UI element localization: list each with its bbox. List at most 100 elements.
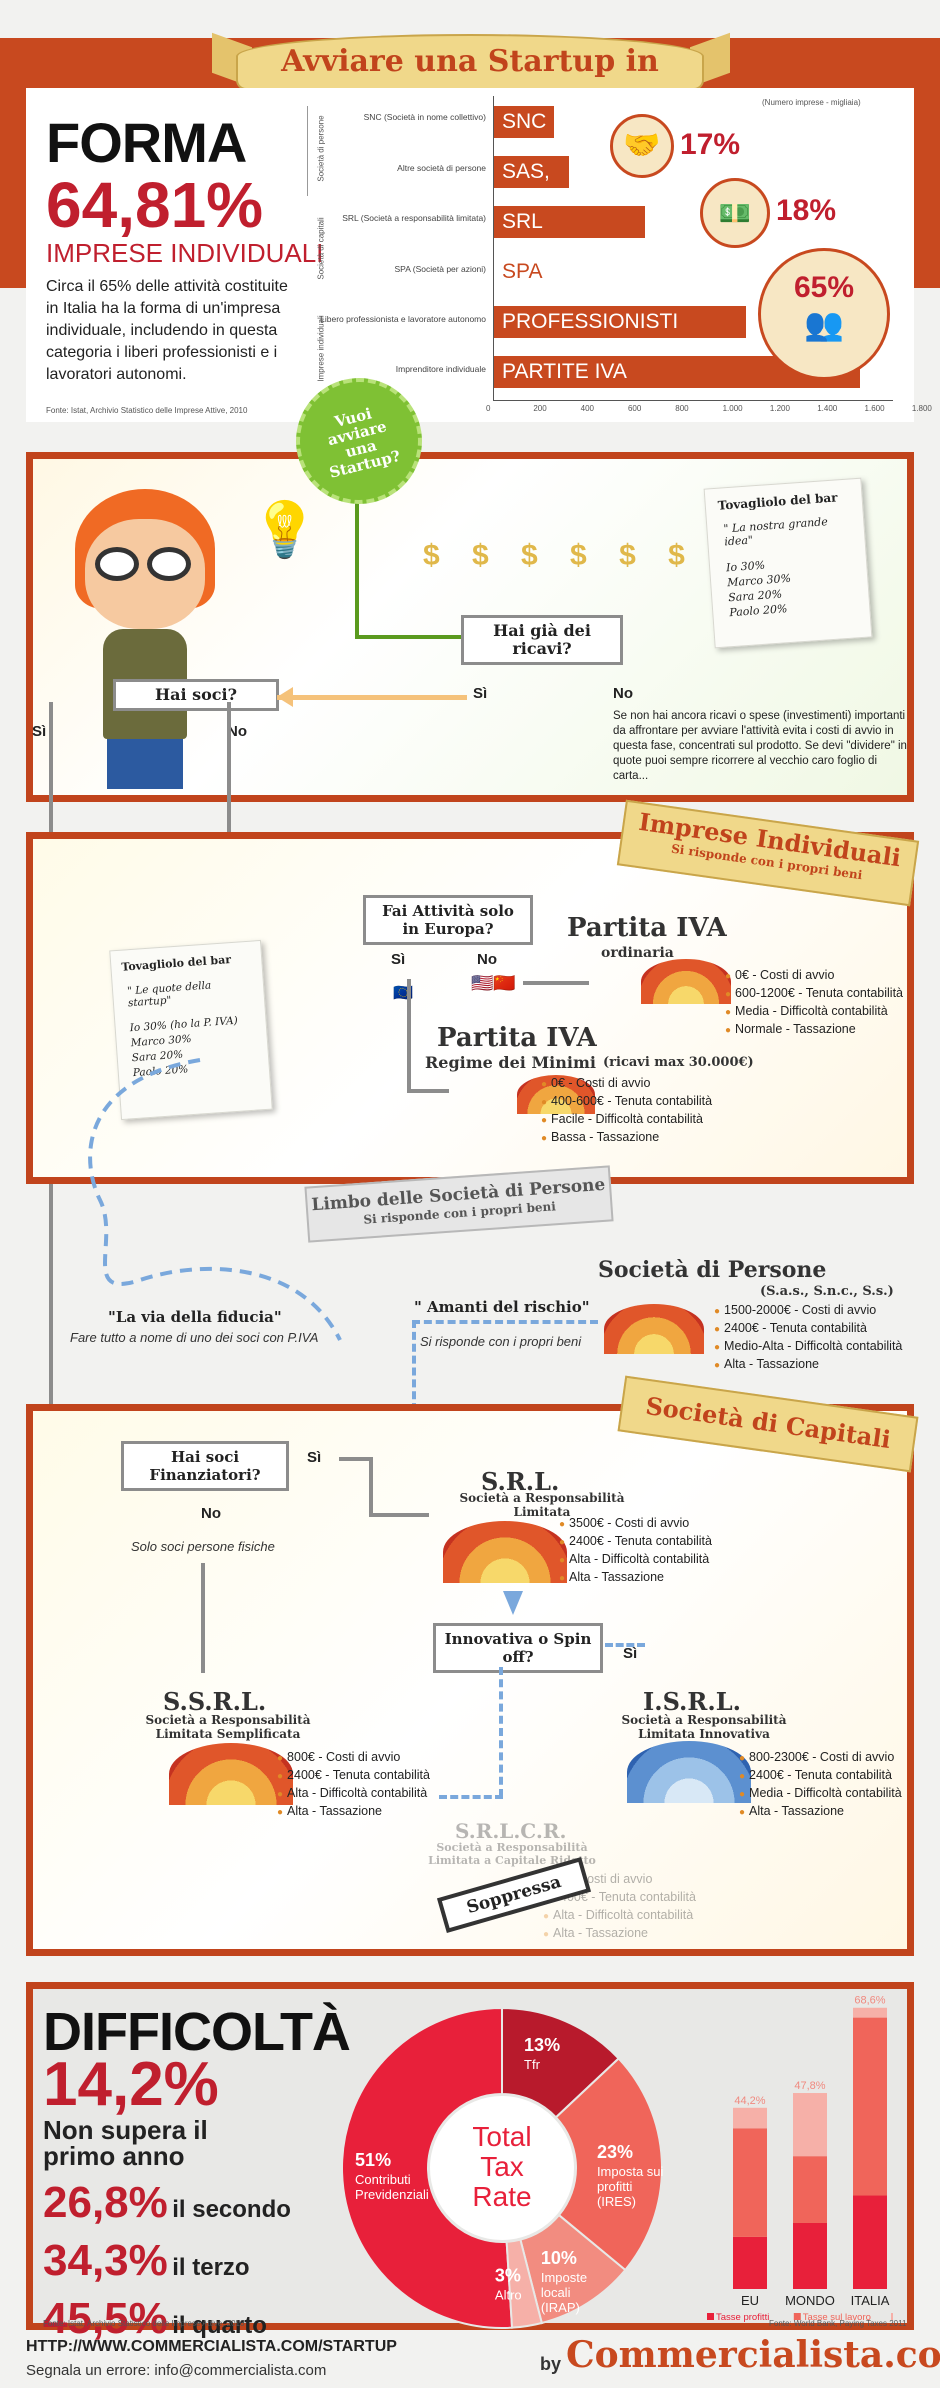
srlcr-title: S.R.L.C.R. (455, 1819, 567, 1843)
difficolta-rows: 26,8% il secondo 34,3% il terzo 45,5% il… (43, 2179, 291, 2353)
forma-bar: SNC (494, 106, 555, 138)
group-bracket-persone (292, 106, 308, 196)
forma-panel: FORMA 64,81% IMPRESE INDIVIDUALI Circa i… (26, 88, 932, 422)
pie-title: Total (472, 2121, 531, 2152)
pie-slice-pct: 13% (524, 2035, 560, 2055)
label-no-finanziatori: No (201, 1505, 221, 1522)
tax-bar-total: 68,6% (854, 1995, 885, 2007)
arrow-srl-down (503, 1591, 523, 1615)
no-ricavi-text: Se non hai ancora ricavi o spese (invest… (613, 710, 907, 782)
label-no-ricavi: No (613, 685, 633, 702)
difficolta-first-text: Non supera il primo anno (43, 2115, 208, 2171)
fiducia-title: "La via della fiducia" (108, 1308, 282, 1326)
arrow-no-europa (523, 981, 589, 985)
handshake-icon: 🤝 (623, 129, 661, 162)
arrow-si-finanziatori-down (369, 1457, 373, 1517)
axis-tick-label: 400 (580, 404, 594, 413)
piva-ord-sub: ordinaria (601, 945, 674, 961)
axis-tick-label: 1.800 (911, 404, 932, 413)
pie-slice-label: (IRAP) (541, 2300, 580, 2315)
napkin-quote-title: Tovagliolo del bar (120, 953, 232, 974)
tax-legend-swatch (707, 2313, 714, 2320)
axis-tick-label: 0 (486, 404, 491, 413)
arrow-si-europa-right (407, 1089, 449, 1093)
row-label-spa: SPA (Società per azioni) (394, 264, 487, 274)
question-europa: Fai Attività solo in Europa? (363, 895, 533, 945)
arrow-si-finanziatori (339, 1457, 369, 1461)
footer-url[interactable]: HTTP://WWW.COMMERCIALISTA.COM/STARTUP (26, 2338, 397, 2355)
row-label-srl: SRL (Società a responsabilità limitata) (342, 213, 486, 223)
pie-slice-pct: 10% (541, 2248, 577, 2268)
arrow-si-europa (407, 979, 411, 1089)
srl-list: 3500€ - Costi di avvio 2400€ - Tenuta co… (559, 1515, 712, 1587)
difficolta-pct-first: 14,2% (43, 2050, 219, 2119)
pie-slice-pct: 23% (597, 2142, 633, 2162)
tax-pie-chart: 51%ContributiPrevidenziali13%Tfr23%Impos… (340, 2006, 664, 2329)
row-label-prof: Libero professionista e lavoratore auton… (320, 314, 486, 324)
label-si-ricavi: Sì (473, 685, 488, 702)
glasses-left-icon (95, 547, 139, 581)
tax-legend-swatch (891, 2313, 893, 2320)
footer-by: by (540, 2354, 562, 2374)
tax-bar-segment (733, 2107, 767, 2129)
flag-us-cn-icon: 🇺🇸🇨🇳 (471, 973, 516, 993)
arrowhead-ricavi-si (277, 687, 293, 707)
forma-source: Fonte: Istat, Archivio Statistico delle … (46, 406, 248, 415)
question-ricavi: Hai già dei ricavi? (461, 615, 623, 665)
tax-bar-segment (793, 2222, 827, 2289)
character-legs (107, 739, 183, 789)
arrow-si-finanziatori-right (369, 1513, 429, 1517)
difficolta-panel: DIFFICOLTÀ 14,2% Non supera il primo ann… (26, 1982, 914, 2343)
dashed-path-fiducia (88, 1058, 342, 1341)
forma-bar: SAS, ... (494, 156, 570, 215)
arrow-badge-right (355, 635, 461, 639)
forma-bar: PROFESSIONISTI (494, 306, 747, 338)
tax-bar-segment (733, 2128, 767, 2237)
pie-slice (340, 2006, 514, 2329)
piva-min-list: 0€ - Costi di avvio 400-600€ - Tenuta co… (541, 1075, 712, 1147)
pie-slice-label: profitti (597, 2179, 633, 2194)
napkin-idea-title: Tovagliolo del bar (717, 490, 838, 513)
dashed-arrow-ssrl-right (439, 1795, 503, 1799)
question-soci: Hai soci? (113, 679, 279, 711)
page-title: Avviare una Startup in Italia (236, 34, 704, 131)
bar-axis-y (493, 96, 494, 400)
bar-axis-x (493, 400, 893, 401)
pie-slice-label: locali (541, 2285, 571, 2300)
dashed-arrow-ssrl-up (499, 1667, 503, 1797)
people-seal: 65% 👥 (758, 248, 890, 380)
difficolta-source-right: Fonte: World Bank, Paying Taxes 2011 (769, 2319, 907, 2328)
napkin-quote-text: " Le quote della startup" (126, 979, 212, 1010)
axis-tick-label: 800 (675, 404, 689, 413)
piva-min-sub: Regime dei Minimi (425, 1053, 596, 1072)
tax-bar-segment (733, 2236, 767, 2289)
axis-tick-label: 1.600 (864, 404, 885, 413)
amanti-text: Si risponde con i propri beni (420, 1334, 582, 1349)
isrl-fan-icon (627, 1741, 751, 1803)
pct-money: 18% (776, 194, 837, 227)
forma-chart-note: (Numero imprese - migliaia) (762, 98, 861, 107)
arrow-badge-down (355, 489, 359, 637)
footer-error[interactable]: Segnala un errore: info@commercialista.c… (26, 2362, 327, 2379)
tax-bar-segment (853, 2195, 887, 2289)
footer-brand[interactable]: Commercialista.com (566, 2334, 940, 2376)
money-seal: 💵 (700, 178, 770, 248)
label-no-soci: No (227, 723, 247, 740)
srl-title: S.R.L. (481, 1467, 560, 1496)
napkin-idea-quote: " La nostra grande idea" (723, 515, 829, 549)
pie-slice-label: Altro (495, 2288, 522, 2303)
row-label-piva: Imprenditore individuale (395, 364, 486, 374)
tax-legend-label: Tasse sul lavoro (803, 2312, 871, 2323)
tax-legend-label: Tasse profitti (716, 2312, 769, 2323)
pie-slice-label: Imposte (541, 2270, 587, 2285)
piva-min-title: Partita IVA (437, 1023, 597, 1053)
sp-sub: (S.a.s., S.n.c., S.s.) (760, 1284, 894, 1299)
dashed-arrow-amanti (412, 1320, 598, 1324)
pie-slice (505, 2238, 544, 2329)
sp-fan-icon (604, 1304, 704, 1354)
axis-tick-label: 200 (533, 404, 547, 413)
tax-bar-segment (853, 2017, 887, 2196)
dashed-arrow-innovativa (605, 1643, 645, 1647)
pie-slice-pct: 3% (495, 2266, 521, 2286)
glasses-right-icon (147, 547, 191, 581)
